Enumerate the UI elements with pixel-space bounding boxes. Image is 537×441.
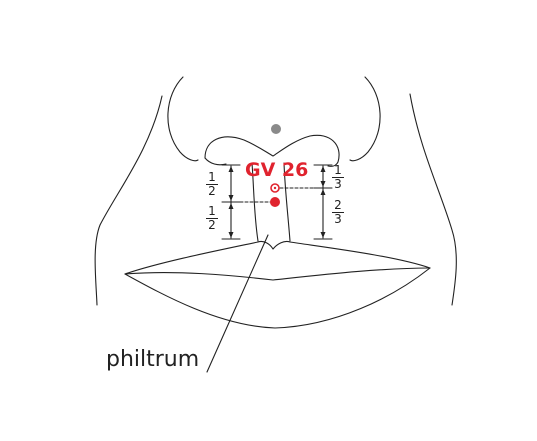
right-cheek-outline (409, 93, 457, 306)
right-upper-numerator: 1 (334, 163, 342, 177)
left-arrow-down-bottom (228, 232, 234, 238)
fraction-bar (332, 177, 344, 178)
left-lower-numerator: 1 (208, 204, 216, 218)
left-upper-numerator: 1 (208, 170, 216, 184)
lower-lip (124, 267, 431, 329)
philtrum-left-ridge (251, 162, 259, 242)
right-arrow-down-mid (320, 181, 326, 187)
fraction-bar (332, 212, 344, 213)
upper-lip (124, 240, 431, 275)
left-upper-denominator: 2 (208, 184, 216, 198)
right-arrow-up-mid (320, 189, 326, 195)
nose-base-left-tail (204, 157, 227, 166)
left-lower-fraction: 1 2 (204, 205, 220, 232)
lip-line (124, 267, 431, 281)
gv26-location-ring (270, 183, 280, 193)
nose-base (204, 134, 340, 167)
left-upper-fraction: 1 2 (204, 171, 220, 198)
left-cheek-outline (94, 95, 163, 306)
philtrum-right-ridge (283, 162, 291, 242)
left-arrow-down-mid (228, 195, 234, 201)
callout-leader-line (206, 234, 269, 373)
left-arrow-up-top (228, 166, 234, 172)
right-nose-wing (349, 76, 381, 162)
right-lower-numerator: 2 (334, 198, 342, 212)
nose-tip-dot (271, 124, 281, 134)
left-nose-wing (167, 76, 199, 162)
fraction-bar (206, 184, 218, 185)
right-arrow-up-top (320, 166, 326, 172)
gv26-point-dot (270, 197, 280, 207)
gv26-location-dot (273, 186, 277, 190)
acupoint-label: GV 26 (245, 159, 309, 181)
right-upper-fraction: 1 3 (330, 164, 346, 191)
right-arrow-down-bottom (320, 232, 326, 238)
philtrum-label: philtrum (106, 347, 200, 372)
fraction-bar (206, 218, 218, 219)
right-lower-denominator: 3 (334, 212, 342, 226)
right-lower-fraction: 2 3 (330, 199, 346, 226)
left-lower-denominator: 2 (208, 218, 216, 232)
left-arrow-up-mid (228, 203, 234, 209)
right-upper-denominator: 3 (334, 177, 342, 191)
